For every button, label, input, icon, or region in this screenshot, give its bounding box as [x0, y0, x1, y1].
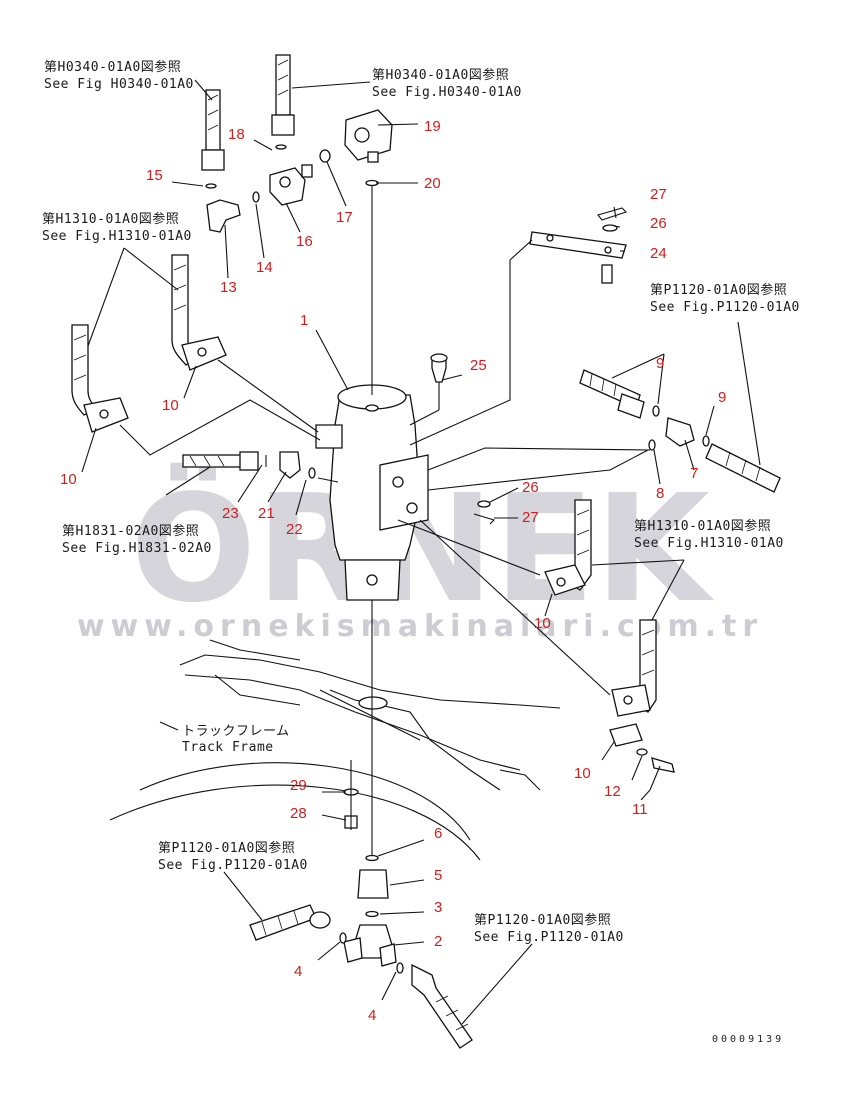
ref-h1831-jp: 第H1831-02A0図参照 [62, 523, 199, 539]
ref-h1310-left-jp: 第H1310-01A0図参照 [42, 211, 179, 227]
ref-h1310-right-en: See Fig.H1310-01A0 [634, 536, 784, 551]
callout-21: 21 [258, 505, 275, 522]
reference-labels: 第H0340-01A0図参照 See Fig H0340-01A0 第H0340… [42, 59, 800, 945]
callout-28: 28 [290, 805, 307, 822]
ref-p1120-right-en: See Fig.P1120-01A0 [650, 300, 800, 315]
callout-16: 16 [296, 233, 313, 250]
ref-h1831-en: See Fig.H1831-02A0 [62, 541, 212, 556]
track-frame-outline [109, 639, 561, 861]
right-side-fittings [427, 369, 781, 493]
plate-parts [409, 207, 628, 446]
ref-h0340-left-en: See Fig H0340-01A0 [44, 77, 194, 92]
ref-h0340-right-jp: 第H0340-01A0図参照 [372, 67, 509, 83]
callout-13: 13 [220, 279, 237, 296]
callout-18: 18 [228, 126, 245, 143]
callout-4-left: 4 [294, 963, 302, 980]
callout-10-upper-left: 10 [162, 397, 179, 414]
callout-19: 19 [424, 118, 441, 135]
callout-22: 22 [286, 521, 303, 538]
callout-3: 3 [434, 899, 442, 916]
ref-h0340-left-jp: 第H0340-01A0図参照 [44, 59, 181, 75]
callout-1: 1 [300, 312, 308, 329]
leader-lines [81, 79, 761, 1025]
callout-14: 14 [256, 259, 273, 276]
left-flange-hoses [71, 254, 321, 456]
callout-9-upper: 9 [656, 355, 664, 372]
right-flange-hoses [397, 499, 675, 791]
callout-2: 2 [434, 933, 442, 950]
callout-25: 25 [470, 357, 487, 374]
track-frame-jp: トラックフレーム [182, 724, 290, 739]
callout-7: 7 [690, 465, 698, 482]
callout-9-right: 9 [718, 389, 726, 406]
callout-24: 24 [650, 245, 667, 262]
callout-26-center: 26 [522, 479, 539, 496]
callout-12: 12 [604, 783, 621, 800]
ref-p1120-bottom-left-en: See Fig.P1120-01A0 [158, 858, 308, 873]
callout-27-center: 27 [522, 509, 539, 526]
ref-h1310-right-jp: 第H1310-01A0図参照 [634, 518, 771, 534]
ref-p1120-bottom-right-jp: 第P1120-01A0図参照 [474, 912, 611, 928]
callout-27-upper: 27 [650, 186, 667, 203]
callout-11: 11 [632, 801, 648, 818]
ref-h1310-left-en: See Fig.H1310-01A0 [42, 229, 192, 244]
callout-17: 17 [336, 209, 353, 226]
callout-5: 5 [434, 867, 442, 884]
part-callouts: 1 2 3 4 4 5 6 7 8 9 9 10 10 10 10 11 12 … [60, 118, 726, 1024]
callout-6: 6 [434, 825, 442, 842]
callout-10-lower-right: 10 [574, 765, 591, 782]
left-side-fittings [182, 451, 339, 483]
callout-20: 20 [424, 175, 441, 192]
top-fittings [201, 54, 393, 233]
ref-p1120-bottom-left-jp: 第P1120-01A0図参照 [158, 840, 295, 856]
watermark-url: www.ornekismakinalari.com.tr [77, 609, 763, 644]
callout-8: 8 [656, 485, 664, 502]
drawing-code: 00009139 [712, 1034, 784, 1045]
center-swivel-joint [315, 180, 429, 860]
ref-p1120-bottom-right-en: See Fig.P1120-01A0 [474, 930, 624, 945]
callout-23: 23 [222, 505, 239, 522]
callout-10-lower-left: 10 [60, 471, 77, 488]
callout-15: 15 [146, 167, 163, 184]
ref-h0340-right-en: See Fig.H0340-01A0 [372, 85, 522, 100]
track-frame-en: Track Frame [182, 740, 274, 755]
callout-10-center: 10 [534, 615, 551, 632]
callout-26-upper: 26 [650, 215, 667, 232]
callout-29: 29 [290, 777, 307, 794]
ref-p1120-right-jp: 第P1120-01A0図参照 [650, 282, 787, 298]
callout-4-bottom: 4 [368, 1007, 376, 1024]
